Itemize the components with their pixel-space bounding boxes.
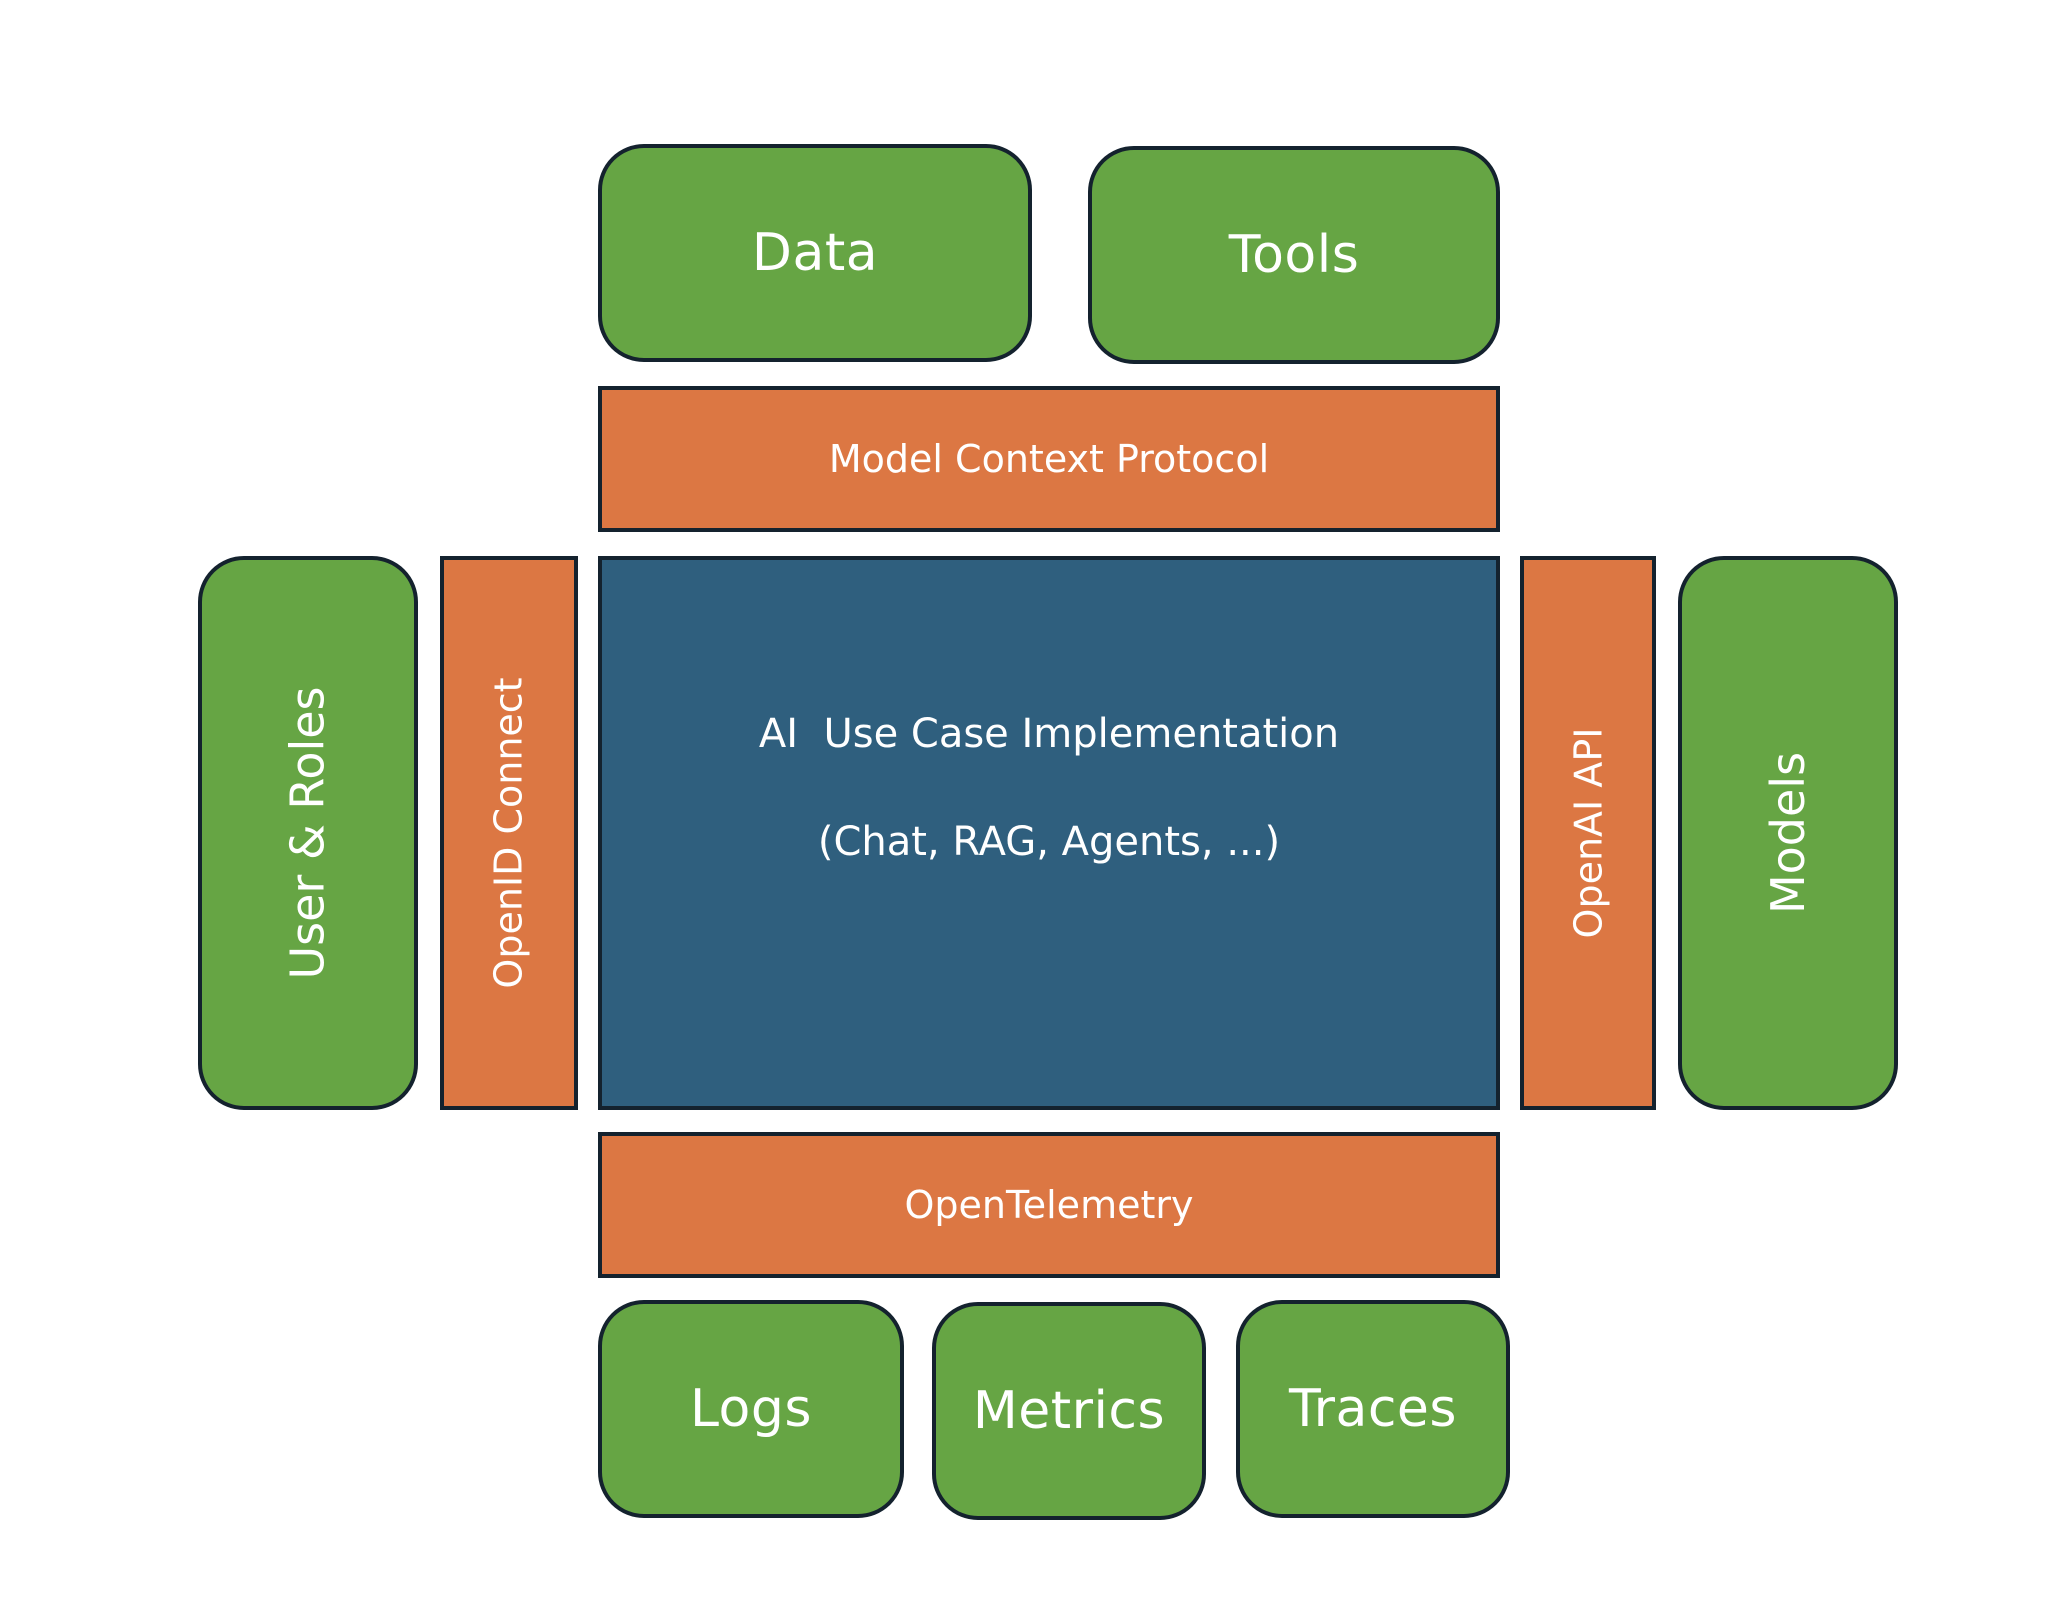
metrics-box: Metrics — [932, 1302, 1206, 1520]
logs-box: Logs — [598, 1300, 904, 1518]
traces-label: Traces — [1288, 1379, 1458, 1439]
metrics-label: Metrics — [972, 1381, 1166, 1441]
core-text-group: AI Use Case Implementation (Chat, RAG, A… — [759, 711, 1339, 865]
openai-api-label: OpenAI API — [1566, 727, 1610, 939]
logs-label: Logs — [690, 1379, 812, 1439]
openid-connect-bar: OpenID Connect — [440, 556, 578, 1110]
mcp-bar: Model Context Protocol — [598, 386, 1500, 532]
ai-use-case-core: AI Use Case Implementation (Chat, RAG, A… — [598, 556, 1500, 1110]
core-title: AI Use Case Implementation — [758, 711, 1340, 757]
models-box: Models — [1678, 556, 1898, 1110]
data-label: Data — [751, 223, 879, 283]
openai-api-bar: OpenAI API — [1520, 556, 1656, 1110]
opentelemetry-label: OpenTelemetry — [904, 1183, 1194, 1227]
tools-box: Tools — [1088, 146, 1500, 364]
core-subtitle: (Chat, RAG, Agents, ...) — [817, 819, 1281, 865]
traces-box: Traces — [1236, 1300, 1510, 1518]
mcp-label: Model Context Protocol — [828, 437, 1270, 481]
data-box: Data — [598, 144, 1032, 362]
opentelemetry-bar: OpenTelemetry — [598, 1132, 1500, 1278]
tools-label: Tools — [1228, 225, 1360, 285]
models-label: Models — [1760, 751, 1815, 915]
users-roles-label: User & Roles — [281, 686, 335, 980]
openid-connect-label: OpenID Connect — [487, 677, 532, 989]
users-roles-box: User & Roles — [198, 556, 418, 1110]
